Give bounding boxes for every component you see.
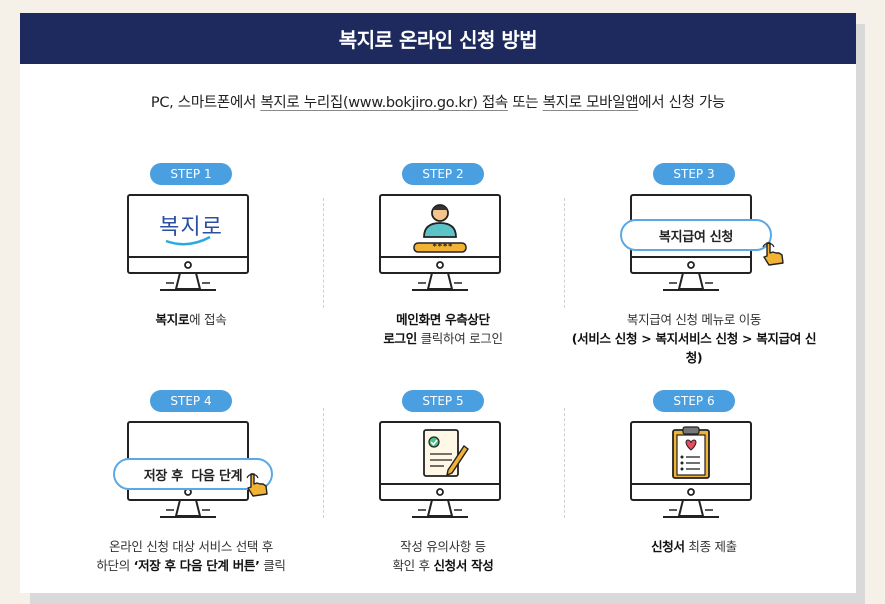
caption-bold: 신청서 xyxy=(651,539,685,554)
caption-text: 클릭하여 로그인 xyxy=(416,331,503,346)
subtitle-part1: PC, 스마트폰에서 xyxy=(150,95,261,111)
caption-text: 온라인 신청 대상 서비스 선택 후 xyxy=(109,539,273,554)
caption-bold: 메인화면 우측상단 xyxy=(396,312,490,327)
caption-text: 하단의 xyxy=(96,558,134,573)
caption-text: 최종 제출 xyxy=(684,539,737,554)
subtitle-app-link[interactable]: 복지로 모바일앱 xyxy=(542,95,639,111)
subtitle-part3: 에서 신청 가능 xyxy=(638,95,726,111)
subtitle-website-link[interactable]: 복지로 누리집(www.bokjiro.go.kr) 접속 xyxy=(260,95,508,111)
caption-bold: 복지로 xyxy=(155,312,190,327)
step-badge: STEP 3 xyxy=(653,163,735,185)
divider xyxy=(564,198,565,308)
bokjiro-logo: 복지로 xyxy=(159,215,223,240)
apply-benefit-label: 복지급여 신청 xyxy=(658,229,734,245)
caption-text: 클릭 xyxy=(259,558,286,573)
step-caption: 신청서 최종 제출 xyxy=(568,537,820,556)
step-caption: 복지로에 접속 xyxy=(65,310,317,329)
step-badge: STEP 1 xyxy=(150,163,232,185)
divider xyxy=(564,408,565,518)
step-caption: 메인화면 우측상단 로그인 클릭하여 로그인 xyxy=(317,310,569,348)
content-card: 복지로 온라인 신청 방법 PC, 스마트폰에서 복지로 누리집(www.bok… xyxy=(20,13,856,593)
caption-bold: (서비스 신청 > 복지서비스 신청 > 복지급여 신청) xyxy=(571,331,817,365)
caption-text: 복지급여 신청 메뉴로 이동 xyxy=(626,312,762,327)
save-next-step-button[interactable]: 저장 후 다음 단계 xyxy=(113,458,273,490)
caption-bold: ‘저장 후 다음 단계 버튼’ xyxy=(133,558,260,573)
step-badge: STEP 4 xyxy=(150,390,232,412)
subtitle: PC, 스마트폰에서 복지로 누리집(www.bokjiro.go.kr) 접속… xyxy=(20,91,856,112)
caption-text: 에 접속 xyxy=(189,312,227,327)
apply-benefit-button[interactable]: 복지급여 신청 xyxy=(620,219,772,251)
step-caption: 복지급여 신청 메뉴로 이동 (서비스 신청 > 복지서비스 신청 > 복지급여… xyxy=(568,310,820,367)
password-mask: **** xyxy=(432,242,454,251)
divider xyxy=(323,408,324,518)
divider xyxy=(323,198,324,308)
step-caption: 온라인 신청 대상 서비스 선택 후 하단의 ‘저장 후 다음 단계 버튼’ 클… xyxy=(65,537,317,575)
hand-pointer-icon xyxy=(246,473,268,497)
page-title-text: 복지로 온라인 신청 방법 xyxy=(338,28,538,52)
monitor-login-icon xyxy=(379,194,501,291)
step-badge: STEP 2 xyxy=(402,163,484,185)
hand-pointer-icon xyxy=(762,242,784,266)
subtitle-part2: 또는 xyxy=(507,95,543,111)
page-title: 복지로 온라인 신청 방법 xyxy=(20,13,856,64)
caption-bold: 신청서 작성 xyxy=(433,558,494,573)
monitor-icon xyxy=(127,194,249,291)
step-badge: STEP 5 xyxy=(402,390,484,412)
caption-bold: 로그인 xyxy=(383,331,417,346)
caption-text: 작성 유의사항 등 xyxy=(400,539,486,554)
step-badge: STEP 6 xyxy=(653,390,735,412)
caption-text: 확인 후 xyxy=(392,558,434,573)
step-caption: 작성 유의사항 등 확인 후 신청서 작성 xyxy=(317,537,569,575)
monitor-clipboard-icon xyxy=(630,421,752,518)
save-next-step-label: 저장 후 다음 단계 xyxy=(143,468,243,484)
monitor-document-icon xyxy=(379,421,501,518)
